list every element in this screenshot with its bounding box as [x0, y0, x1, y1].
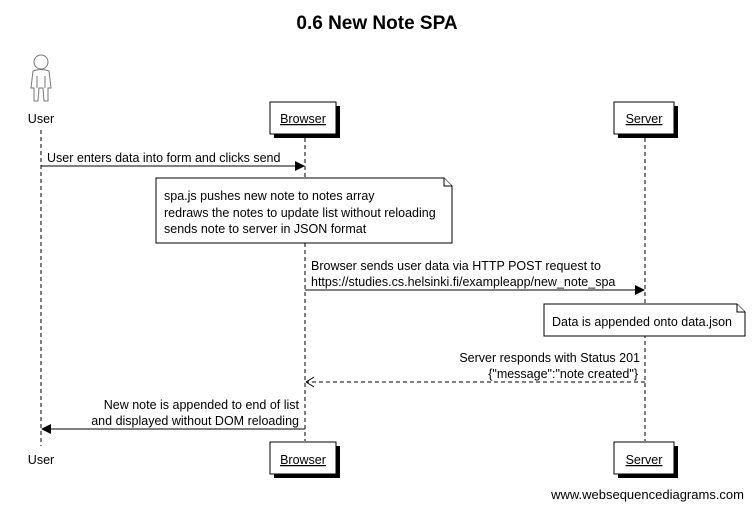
participant-server-bottom-label: Server [626, 453, 663, 467]
message-2-line-2: https://studies.cs.helsinki.fi/exampleap… [311, 275, 615, 289]
user-actor-icon-top [30, 54, 52, 102]
message-1-label: User enters data into form and clicks se… [47, 151, 280, 165]
diagram-title: 0.6 New Note SPA [296, 13, 457, 34]
message-3-line-1: Server responds with Status 201 [459, 351, 640, 365]
message-browser-to-server: Browser sends user data via HTTP POST re… [305, 259, 645, 295]
participant-server-bottom: Server [613, 441, 678, 478]
note-1-line-1: spa.js pushes new note to notes array [164, 189, 375, 203]
participant-browser-bottom: Browser [269, 441, 340, 478]
participant-server-top-label: Server [626, 112, 663, 126]
message-server-to-browser: Server responds with Status 201 {"messag… [305, 351, 645, 388]
message-browser-to-user: New note is appended to end of list and … [41, 398, 305, 434]
participant-user-top: User [28, 112, 54, 126]
note-server-append: Data is appended onto data.json [543, 303, 746, 337]
participant-browser-top-label: Browser [280, 112, 326, 126]
note-1-line-3: sends note to server in JSON format [164, 222, 367, 236]
message-user-to-browser: User enters data into form and clicks se… [41, 151, 305, 171]
note-2-text: Data is appended onto data.json [552, 315, 732, 329]
note-1-line-2: redraws the notes to update list without… [164, 206, 436, 220]
message-4-line-2: and displayed without DOM reloading [91, 414, 299, 428]
message-3-line-2: {"message":"note created"} [488, 367, 638, 381]
message-4-line-1: New note is appended to end of list [104, 398, 300, 412]
note-browser-actions: spa.js pushes new note to notes array re… [155, 177, 453, 244]
participant-server-top: Server [613, 101, 678, 138]
participant-browser-bottom-label: Browser [280, 453, 326, 467]
watermark-link[interactable]: www.websequencediagrams.com [550, 487, 744, 502]
participant-browser-top: Browser [269, 101, 340, 138]
message-2-line-1: Browser sends user data via HTTP POST re… [311, 259, 601, 273]
participant-user-bottom: User [28, 453, 54, 467]
